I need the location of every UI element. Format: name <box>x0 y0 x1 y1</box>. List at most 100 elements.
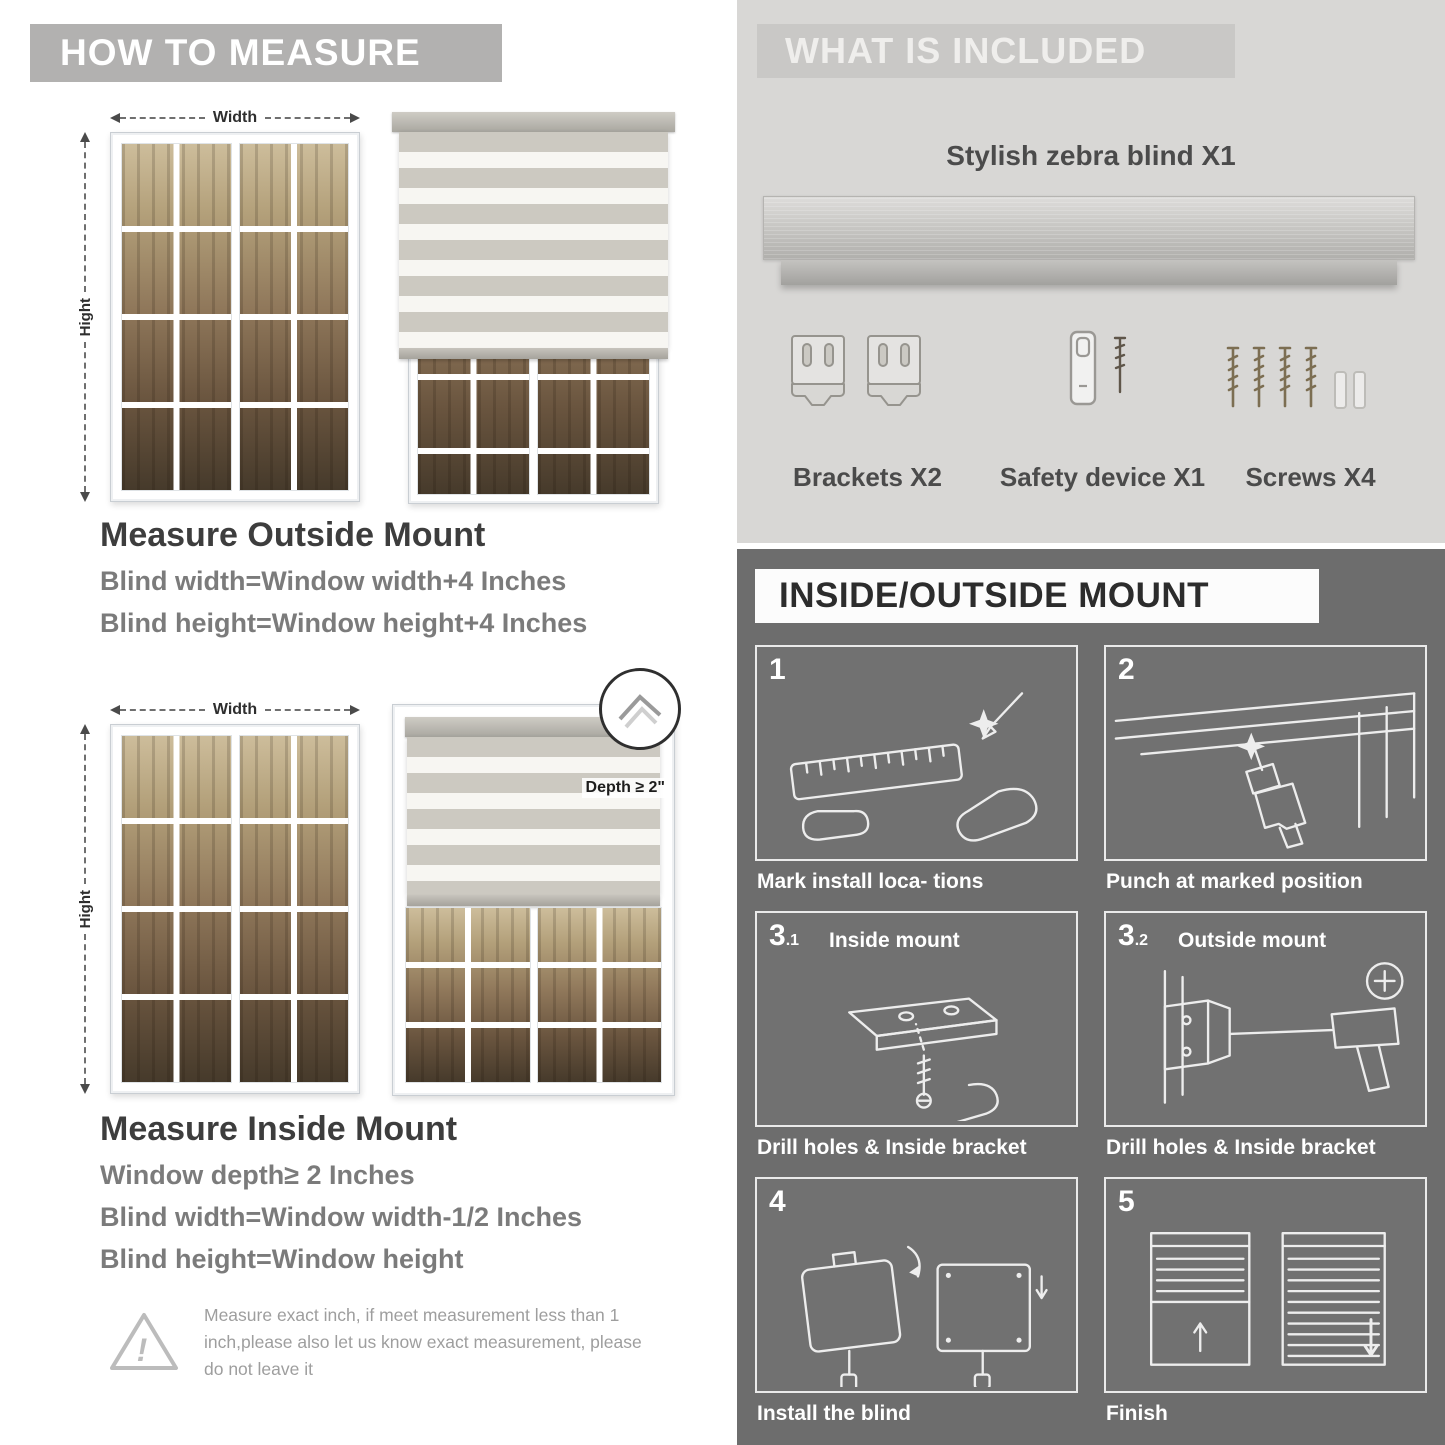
arrow-up-icon <box>80 724 90 734</box>
headrail-illustration <box>763 196 1415 260</box>
dashed-line <box>84 142 86 292</box>
window-sash <box>238 735 349 1083</box>
dashed-line <box>84 734 86 884</box>
arrow-up-icon <box>80 132 90 142</box>
width-label: Width <box>212 109 258 126</box>
drill-position-illustration <box>1114 692 1416 849</box>
mount-steps-grid: 1 <box>755 645 1427 1435</box>
outside-formula-height: Blind height=Window height+4 Inches <box>100 608 588 638</box>
dashed-line <box>120 117 205 119</box>
safety-device-label: Safety device X1 <box>999 462 1206 492</box>
height-label: Hight <box>76 297 94 337</box>
step-number: 1 <box>769 655 786 685</box>
step-3-2-box: 3.2 Outside mount <box>1104 911 1427 1127</box>
step-caption: Install the blind <box>757 1402 912 1425</box>
warning-mark: ! <box>137 1332 148 1368</box>
window-with-inside-blind <box>392 704 675 1096</box>
step-2: 2 <box>1104 645 1427 903</box>
window-sash <box>536 907 662 1083</box>
outside-blind-illustration <box>392 112 675 504</box>
inside-blind-illustration: Depth ≥ 2" <box>392 668 681 1096</box>
step-4-box: 4 <box>755 1177 1078 1393</box>
window-sash <box>121 735 232 1083</box>
arrow-right-icon <box>350 113 360 123</box>
arrow-down-icon <box>80 1084 90 1095</box>
zebra-blind-illustration <box>392 112 675 359</box>
mount-title: INSIDE/OUTSIDE MOUNT <box>779 576 1210 615</box>
step-caption: Mark install loca- tions <box>757 870 984 893</box>
dashed-line <box>84 342 86 493</box>
inside-mount-illustration <box>848 997 999 1121</box>
safety-device-icon <box>1069 330 1127 406</box>
outside-mount-illustration <box>1163 962 1404 1104</box>
inside-formula-width: Blind width=Window width-1/2 Inches <box>100 1202 583 1232</box>
step-number-text: 4 <box>769 1185 786 1218</box>
step-5: 5 <box>1104 1177 1427 1435</box>
screws-illustration <box>1223 340 1375 424</box>
bracket-icon <box>791 335 845 406</box>
arrow-left-icon <box>110 113 120 123</box>
step-2-box: 2 <box>1104 645 1427 861</box>
mount-header: INSIDE/OUTSIDE MOUNT <box>755 569 1319 623</box>
width-arrow: Width <box>110 701 360 718</box>
step-title: Outside mount <box>1178 929 1327 952</box>
step-number-text: 5 <box>1118 1185 1135 1218</box>
step-number-text: 3 <box>1118 919 1135 952</box>
step-number-text: 1 <box>769 653 786 686</box>
measurement-warning: ! Measure exact inch, if meet measuremen… <box>108 1302 668 1383</box>
blind-bottom-bar <box>407 895 660 906</box>
blind-cassette <box>405 717 662 737</box>
step-number: 4 <box>769 1187 786 1217</box>
product-label: Stylish zebra blind X1 <box>946 140 1236 171</box>
inside-mount-title: Measure Inside Mount <box>100 1110 458 1148</box>
height-label: Hight <box>76 889 94 929</box>
window-illustration <box>110 724 360 1094</box>
window-sash <box>121 143 232 491</box>
how-to-measure-header: HOW TO MEASURE <box>30 24 502 82</box>
bracket-icon <box>867 335 921 406</box>
step-3-2: 3.2 Outside mount <box>1104 911 1427 1169</box>
step-3-1: 3.1 Inside mount <box>755 911 1078 1169</box>
brackets-label: Brackets X2 <box>793 462 942 492</box>
zebra-blind-illustration <box>405 717 662 906</box>
mark-location-illustration <box>789 692 1038 842</box>
arrow-down-icon <box>80 492 90 503</box>
finish-illustration <box>1149 1232 1386 1366</box>
step-number: 3.1 <box>769 921 799 951</box>
window-panes <box>405 907 662 1083</box>
step-number: 2 <box>1118 655 1135 685</box>
width-label: Width <box>212 701 258 718</box>
dashed-line <box>265 117 350 119</box>
step-number-text: 2 <box>1118 653 1135 686</box>
warning-triangle-icon: ! <box>110 1313 178 1370</box>
how-to-measure-title: HOW TO MEASURE <box>60 32 421 73</box>
safety-device-illustration <box>1055 328 1145 412</box>
step-4: 4 <box>755 1177 1078 1435</box>
warning-text: Measure exact inch, if meet measurement … <box>204 1305 642 1380</box>
window-sash <box>405 907 531 1083</box>
outside-mount-title: Measure Outside Mount <box>100 516 486 554</box>
step-1-box: 1 <box>755 645 1078 861</box>
brackets-illustration <box>787 332 925 410</box>
inside-mount-figure: Width Hight <box>70 668 681 1097</box>
mount-instructions-panel: INSIDE/OUTSIDE MOUNT 1 <box>737 549 1445 1445</box>
outside-formula-width: Blind width=Window width+4 Inches <box>100 566 567 596</box>
step-number-sub: .1 <box>785 932 800 949</box>
corner-detail-icon <box>618 694 662 729</box>
blind-shade <box>407 737 660 895</box>
blind-bottom-bar <box>399 348 668 359</box>
step-1: 1 <box>755 645 1078 903</box>
depth-callout-circle <box>599 668 681 750</box>
what-is-included-header: WHAT IS INCLUDED <box>757 24 1235 78</box>
step-3-1-box: 3.1 Inside mount <box>755 911 1078 1127</box>
step-caption: Finish <box>1106 1402 1168 1425</box>
width-arrow: Width <box>110 109 360 126</box>
depth-label: Depth ≥ 2" <box>581 778 669 798</box>
step-caption: Drill holes & Inside bracket <box>1106 1136 1376 1159</box>
screws-label: Screws X4 <box>1245 462 1376 492</box>
what-is-included-title: WHAT IS INCLUDED <box>785 30 1147 71</box>
dashed-line <box>120 709 205 711</box>
step-title: Inside mount <box>829 929 960 952</box>
blind-shade <box>399 132 668 348</box>
install-blind-illustration <box>801 1245 1048 1387</box>
